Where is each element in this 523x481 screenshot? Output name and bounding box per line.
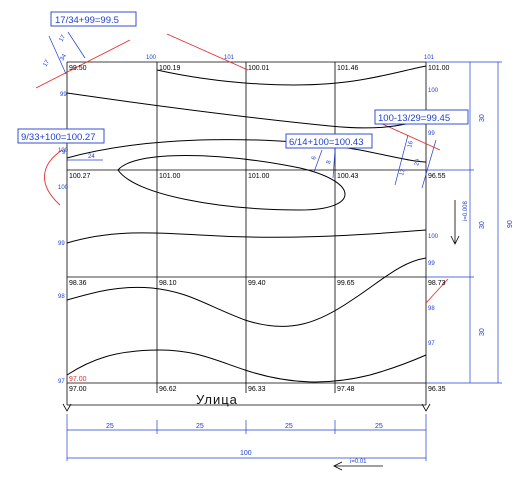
contour-99: [66, 229, 427, 244]
note-top-left: 17/34+99=99.5: [55, 15, 119, 26]
contour-label-left-2: 100: [58, 148, 69, 154]
small-dim-right-a: 13: [399, 168, 407, 177]
contour-label-top-3: 101: [424, 55, 435, 61]
small-dim-left-a: 9: [62, 150, 66, 156]
contour-label-right-6: 97: [428, 341, 435, 347]
elev-r2-c5: 96.55: [428, 173, 446, 180]
note-box-right: [374, 109, 469, 125]
street-end-mark-left: [62, 403, 72, 412]
dim-tick-top-left-2: [67, 31, 86, 59]
contour-label-left-4: 99: [58, 241, 65, 247]
contour-label-bottom-left: 97.00: [69, 376, 87, 383]
boundary-top-left: [35, 39, 131, 89]
small-dim-mid-a: 6: [311, 155, 318, 160]
contour-label-left-3: 100: [58, 185, 69, 191]
dim-right-3: 30: [479, 328, 486, 336]
annotation-boxes: [17, 11, 469, 149]
boundary-left-arc: [44, 149, 63, 206]
slope-arrow-vertical-head: [450, 235, 460, 245]
elev-r4-c3: 96.33: [248, 386, 266, 393]
contour-label-right-4: 99: [428, 261, 435, 267]
dim-total-height: 90: [507, 220, 514, 228]
contour-98: [66, 349, 427, 383]
boundary-top: [166, 33, 249, 71]
contours: [66, 65, 427, 383]
contour-label-right-3: 100: [428, 234, 439, 240]
elev-r2-c2: 101.00: [159, 173, 181, 180]
contour-label-right-1: 100: [428, 88, 439, 94]
dim-total-width: 100: [240, 450, 252, 457]
elev-r1-c1: 99.50: [69, 65, 87, 72]
small-dim-top-left-c: 34: [60, 53, 69, 62]
contour-101: [156, 65, 427, 86]
contour-label-right-5: 98: [428, 306, 435, 312]
small-dim-right-c: 29: [414, 158, 422, 167]
note-box-left: [17, 128, 105, 144]
elev-r4-c4: 97.48: [337, 386, 355, 393]
elev-r2-c3: 101.00: [248, 173, 270, 180]
dimension-lines: [48, 31, 502, 461]
elev-r1-c3: 100.01: [248, 65, 270, 72]
contour-99-lower: [66, 257, 427, 327]
contour-label-left-1: 99: [60, 92, 67, 98]
slope-vertical-label: i=0.008: [463, 200, 469, 221]
contour-label-top-1: 100: [146, 55, 157, 61]
elev-r4-c2: 96.62: [159, 386, 177, 393]
contour-100-top: [66, 92, 427, 129]
elev-r1-c4: 101.46: [337, 65, 359, 72]
dim-right-1: 30: [479, 114, 486, 122]
note-box-top-left: [50, 11, 137, 27]
elev-r3-c2: 98.10: [159, 280, 177, 287]
contour-label-left-5: 98: [58, 294, 65, 300]
contour-label-left-6: 97: [58, 379, 65, 385]
elev-r4-c1: 97.00: [69, 386, 87, 393]
elev-r3-c1: 98.36: [69, 280, 87, 287]
elev-r2-c1: 100.27: [69, 173, 91, 180]
small-dim-top-left-a: 17: [59, 34, 68, 43]
elev-r1-c5: 101.00: [428, 65, 450, 72]
elev-r1-c2: 100.19: [159, 65, 181, 72]
contour-labels: 100 101 101 100 99 100 99 98 97 99 100 1…: [58, 55, 439, 385]
dim-tick-right: [394, 134, 409, 186]
small-dim-top-left-b: 17: [43, 59, 52, 68]
note-middle: 6/14+100=100.43: [289, 137, 364, 148]
note-box-middle: [285, 133, 373, 149]
grid-elevations: 99.50 100.19 100.01 101.46 101.00 100.27…: [69, 65, 450, 393]
contour-label-top-2: 101: [224, 55, 235, 61]
small-dim-left-b: 24: [88, 154, 95, 160]
contour-101-ring: [117, 155, 346, 211]
dim-bottom-4: 25: [375, 423, 383, 430]
elev-r3-c5: 98.73: [428, 280, 446, 287]
slope-arrow-horizontal-head: [333, 461, 343, 471]
dim-tick-mid-2: [332, 149, 336, 179]
dim-tick-mid: [313, 149, 323, 173]
elev-r2-c4: 100.43: [337, 173, 359, 180]
street-end-mark-right: [421, 403, 431, 412]
dim-bottom-1: 25: [106, 423, 114, 430]
note-left: 9/33+100=100.27: [21, 132, 96, 143]
slope-arrows: [333, 200, 460, 471]
slope-horizontal-label: i=0.01: [350, 459, 367, 465]
elev-r3-c4: 99.65: [337, 280, 355, 287]
dim-tick-right-2: [421, 139, 437, 189]
note-right: 100-13/29=99.45: [378, 113, 450, 124]
site-boundary: [35, 33, 449, 304]
boundary-bottom-right: [425, 278, 449, 304]
dim-bottom-3: 25: [285, 423, 293, 430]
elev-r3-c3: 99.40: [248, 280, 266, 287]
dim-bottom-2: 25: [196, 423, 204, 430]
small-dim-right-b: 16: [407, 140, 415, 149]
street-label: Улица: [196, 392, 238, 407]
contour-label-right-2: 99: [428, 131, 435, 137]
dimension-labels: 25 25 25 25 100 30 30 30 90: [106, 114, 514, 457]
elev-r4-c5: 96.35: [428, 386, 446, 393]
small-dim-mid-b: 8: [326, 159, 333, 164]
small-dimensions: 17 17 34 9 24 6 8 13 16 29: [43, 34, 422, 177]
dim-tick-top-left: [48, 35, 67, 75]
dim-right-2: 30: [479, 221, 486, 229]
